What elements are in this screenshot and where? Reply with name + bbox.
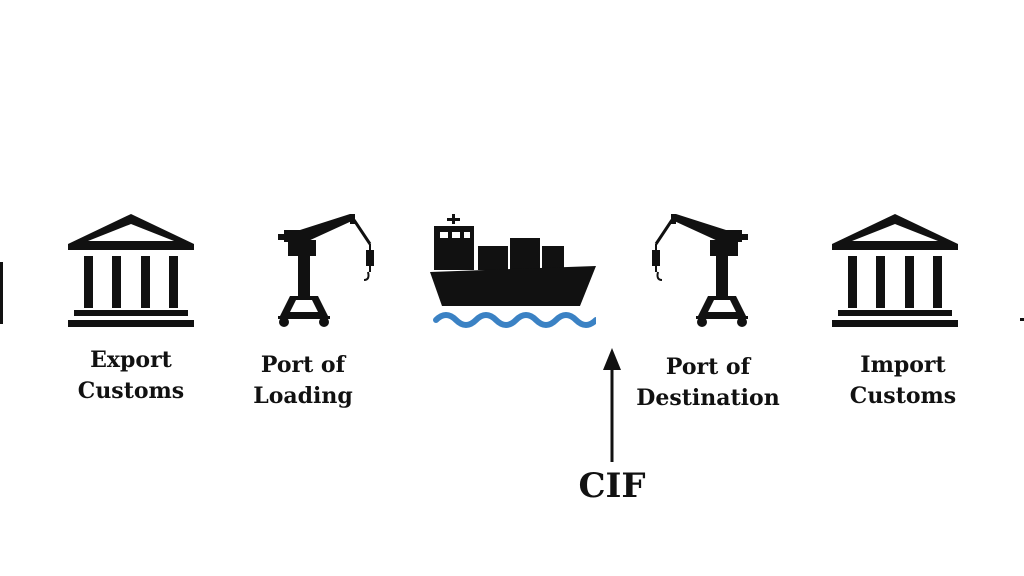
edge-fragment-right [1020,318,1024,321]
export-customs-label: Export Customs [78,345,184,407]
label-line: Export [90,347,172,373]
label-line: Customs [77,378,185,404]
label-line: Destination [636,385,780,411]
label-line: Loading [253,383,353,409]
cif-label: CIF [578,466,646,506]
bank-building-icon [68,214,194,327]
harbor-crane-icon [278,214,374,327]
harbor-crane-icon [652,214,748,327]
label-line: Customs [849,383,957,409]
cargo-ship-icon [430,214,596,328]
bank-building-icon [832,214,958,327]
label-line: Port of [260,352,346,378]
up-arrow-icon [603,348,621,462]
import-customs-label: Import Customs [850,350,956,412]
port-of-loading-label: Port of Loading [253,350,353,412]
label-line: Import [860,352,946,378]
port-of-destination-label: Port of Destination [636,352,779,414]
edge-fragment-left [0,262,3,324]
label-line: Port of [665,354,751,380]
